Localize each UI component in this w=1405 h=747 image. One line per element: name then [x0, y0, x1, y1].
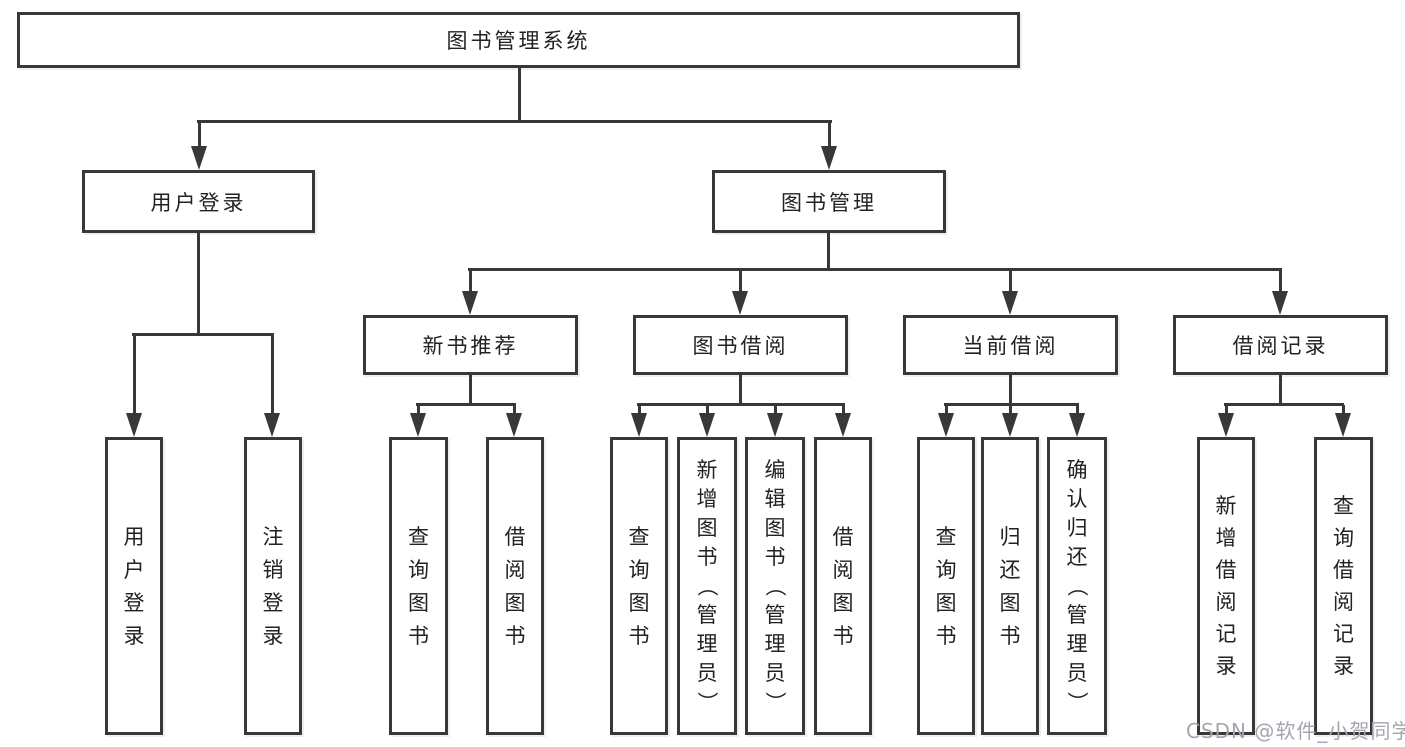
arrow-down-icon	[1218, 405, 1234, 437]
connector-user-login-stem	[197, 233, 200, 335]
arrow-down-icon	[191, 122, 207, 170]
leaf-confirm-return-admin: 确认归还（管理员）	[1047, 437, 1107, 735]
node-book-management: 图书管理	[712, 170, 946, 233]
arrow-down-icon	[821, 122, 837, 170]
arrow-down-icon	[1335, 405, 1351, 437]
arrow-down-icon	[462, 270, 478, 315]
leaf-borrow-books-recommend: 借阅图书	[486, 437, 544, 735]
leaf-add-book-admin: 新增图书（管理员）	[677, 437, 737, 735]
arrow-down-icon	[1002, 405, 1018, 437]
arrow-down-icon	[264, 335, 280, 437]
arrow-down-icon	[1272, 270, 1288, 315]
arrow-down-icon	[126, 335, 142, 437]
arrow-down-icon	[938, 405, 954, 437]
arrow-down-icon	[732, 270, 748, 315]
arrow-down-icon	[506, 405, 522, 437]
arrow-down-icon	[835, 405, 851, 437]
connector-records-branch	[1224, 403, 1344, 406]
leaf-query-books-recommend: 查询图书	[389, 437, 448, 735]
csdn-watermark: CSDN @软件_小贺同学	[1186, 719, 1405, 743]
connector-recommend-stem	[469, 375, 472, 405]
connector-borrowing-stem	[739, 375, 742, 405]
connector-book-management-stem	[827, 233, 830, 270]
leaf-query-borrow-record: 查询借阅记录	[1314, 437, 1373, 735]
connector-records-stem	[1279, 375, 1282, 405]
connector-recommend-branch	[416, 403, 516, 406]
node-book-borrowing: 图书借阅	[633, 315, 848, 375]
arrow-down-icon	[1002, 270, 1018, 315]
leaf-query-books-borrowing: 查询图书	[610, 437, 668, 735]
connector-current-stem	[1009, 375, 1012, 405]
leaf-return-books: 归还图书	[981, 437, 1039, 735]
arrow-down-icon	[1069, 405, 1085, 437]
arrow-down-icon	[631, 405, 647, 437]
connector-borrowing-branch	[637, 403, 845, 406]
node-user-login: 用户登录	[82, 170, 315, 233]
leaf-user-login: 用户登录	[105, 437, 163, 735]
node-borrowing-records: 借阅记录	[1173, 315, 1388, 375]
arrow-down-icon	[767, 405, 783, 437]
node-current-borrowing: 当前借阅	[903, 315, 1118, 375]
leaf-logout: 注销登录	[244, 437, 302, 735]
connector-current-branch	[944, 403, 1079, 406]
connector-root-stem	[518, 68, 521, 122]
leaf-borrow-books-borrowing: 借阅图书	[814, 437, 872, 735]
leaf-query-books-current: 查询图书	[917, 437, 975, 735]
leaf-add-borrow-record: 新增借阅记录	[1197, 437, 1255, 735]
connector-user-login-branch	[132, 333, 274, 336]
connector-root-branch	[197, 120, 832, 123]
node-root-library-system: 图书管理系统	[17, 12, 1020, 68]
arrow-down-icon	[410, 405, 426, 437]
leaf-edit-book-admin: 编辑图书（管理员）	[745, 437, 805, 735]
arrow-down-icon	[699, 405, 715, 437]
node-new-book-recommend: 新书推荐	[363, 315, 578, 375]
connector-book-management-branch	[468, 268, 1282, 271]
